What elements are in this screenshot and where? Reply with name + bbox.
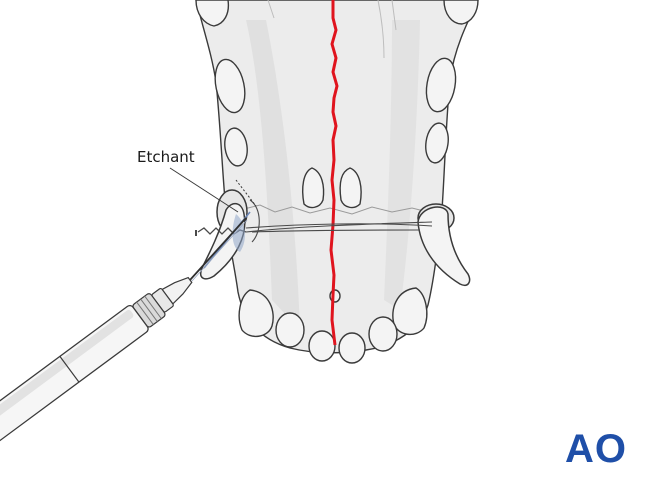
canine-teeth [200, 189, 471, 286]
incisor [392, 287, 428, 335]
palate-ridge [267, 0, 275, 19]
palate-shading [246, 20, 300, 330]
barrel-marking [59, 356, 80, 383]
syringe-needle-highlight [191, 219, 248, 282]
midline-fracture-line [329, 0, 339, 346]
tooth [302, 167, 325, 209]
incisor [308, 330, 336, 362]
syringe-needle [189, 217, 247, 281]
tooth [195, 0, 230, 27]
wire-strand [245, 223, 433, 229]
grip-ridge [136, 301, 154, 325]
palatine-fissure-line [239, 204, 429, 215]
dotted-guide [235, 179, 257, 207]
palate-ridge [391, 0, 397, 31]
incisor [275, 312, 305, 348]
tooth [443, 0, 479, 25]
wire-strand [245, 221, 433, 233]
syringe[interactable] [0, 217, 248, 484]
incisor [238, 289, 274, 337]
cerclage-wire [195, 199, 433, 243]
incisor [368, 316, 398, 352]
syringe-barrel [0, 304, 149, 484]
maxilla [195, 0, 479, 354]
grip-ridge [144, 295, 162, 319]
etchant-callout: Etchant [137, 148, 239, 213]
etchant-label: Etchant [137, 148, 195, 166]
upper-teeth [195, 0, 479, 209]
incisor [338, 332, 366, 364]
syringe-body [0, 276, 193, 484]
wire-strand [251, 229, 421, 233]
etchant-leader-line [169, 167, 239, 213]
tooth [339, 167, 362, 209]
tooth [425, 57, 457, 113]
tooth [224, 127, 248, 167]
grip-ridge [140, 298, 158, 322]
canine-right [417, 206, 471, 286]
barrel-shading [0, 310, 134, 465]
ao-logo-text: AO [565, 427, 627, 471]
wire-loop-left [249, 199, 260, 243]
palate-ridge [377, 0, 385, 59]
ao-logo: AO [565, 427, 627, 471]
palate-shading-right [384, 20, 420, 310]
tooth [214, 58, 246, 114]
tooth [425, 122, 449, 164]
